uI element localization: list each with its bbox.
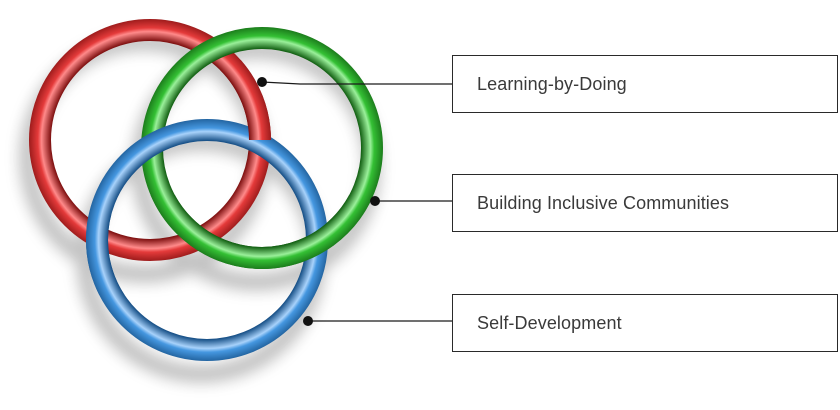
green-over-blue-crossing <box>150 195 370 269</box>
connector-lines <box>261 81 452 322</box>
connector-dot-2 <box>370 196 380 206</box>
label-box-communities: Building Inclusive Communities <box>452 174 838 232</box>
label-building-inclusive-communities: Building Inclusive Communities <box>477 192 730 213</box>
label-box-learning: Learning-by-Doing <box>452 55 838 113</box>
label-box-self-development: Self-Development <box>452 294 838 352</box>
connector-dots <box>257 77 380 326</box>
connector-line-1 <box>261 81 452 85</box>
label-learning-by-doing: Learning-by-Doing <box>477 73 627 94</box>
label-self-development: Self-Development <box>477 312 622 333</box>
blue-over-red-crossing <box>86 215 125 295</box>
connector-dot-3 <box>303 316 313 326</box>
connector-dot-1 <box>257 77 267 87</box>
